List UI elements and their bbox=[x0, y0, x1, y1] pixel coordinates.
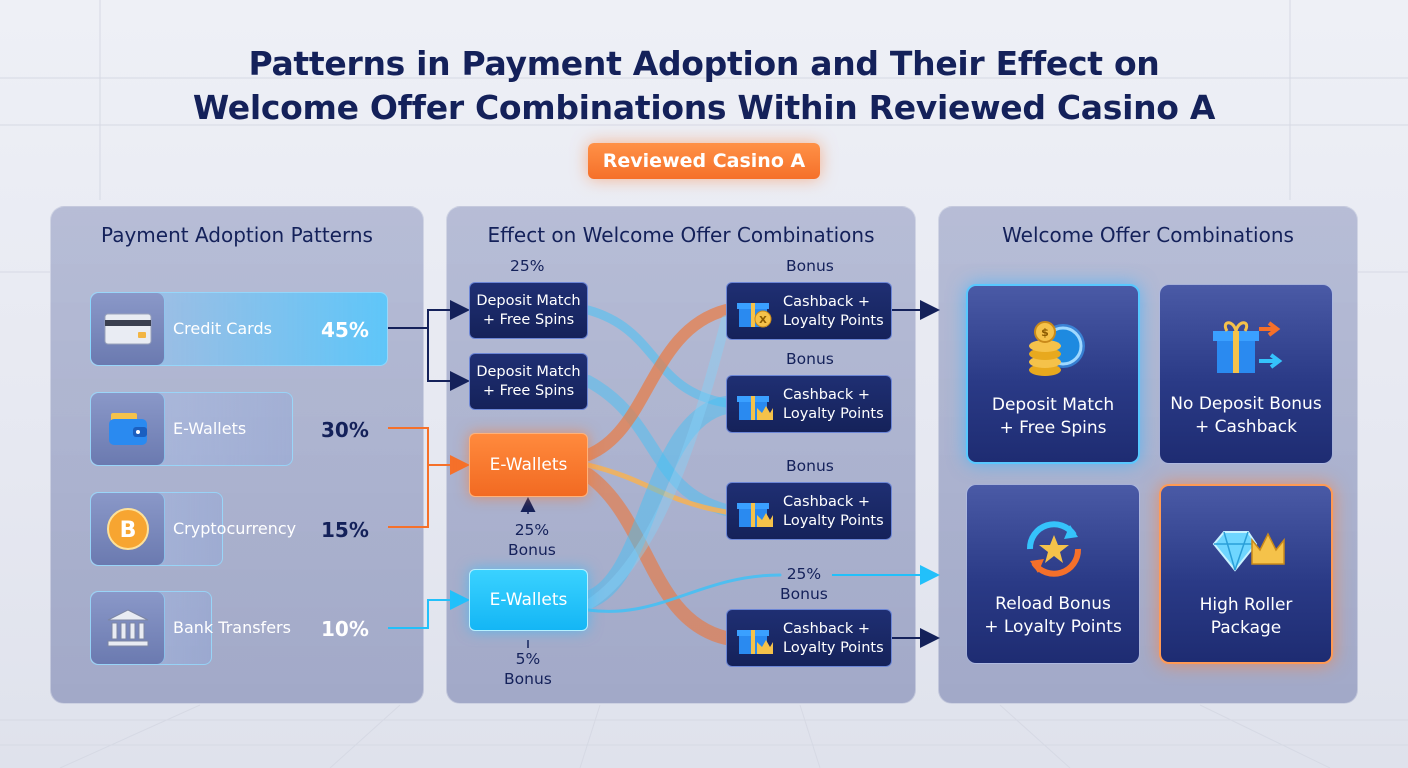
offer-line: + Cashback bbox=[1195, 417, 1297, 437]
gift-arrows-icon bbox=[1213, 321, 1283, 373]
offer-card-reload: Reload Bonus + Loyalty Points bbox=[966, 484, 1140, 664]
svg-text:B: B bbox=[119, 518, 136, 543]
deposit-match-node-2: Deposit Match + Free Spins bbox=[469, 353, 588, 410]
cashback-node-4: Cashback + Loyalty Points bbox=[726, 609, 892, 667]
node-line: Deposit Match bbox=[476, 363, 581, 380]
cash-line: Cashback + bbox=[783, 294, 870, 310]
payment-label: Bank Transfers bbox=[173, 618, 291, 637]
bottom-bonus-label: 5% Bonus bbox=[504, 649, 552, 689]
deposit-match-node-1: Deposit Match + Free Spins bbox=[469, 282, 588, 339]
offer-line: + Loyalty Points bbox=[984, 617, 1122, 637]
offer-line: High Roller bbox=[1199, 595, 1293, 615]
cash-node-2-label: Bonus bbox=[786, 350, 834, 368]
payment-percent: 10% bbox=[321, 617, 369, 641]
cash-line: Cashback + bbox=[783, 387, 870, 403]
offer-line: Package bbox=[1210, 618, 1282, 638]
effect-title: Effect on Welcome Offer Combinations bbox=[487, 223, 875, 247]
cash-line: Loyalty Points bbox=[783, 406, 884, 422]
cash-node-3-label: Bonus bbox=[786, 457, 834, 475]
payment-row-credit-cards: Credit Cards 45% bbox=[90, 292, 388, 366]
cash-node-4-percent: 25% bbox=[786, 565, 822, 583]
gift-crown-icon bbox=[737, 396, 773, 420]
node-line: Deposit Match bbox=[476, 292, 581, 309]
node-line: + Free Spins bbox=[482, 382, 575, 399]
mid-bonus-percent: 25% bbox=[514, 521, 550, 539]
bottom-bonus-text: Bonus bbox=[504, 670, 552, 688]
cash-node-4-bonus: Bonus bbox=[780, 585, 828, 603]
svg-text:$: $ bbox=[1041, 326, 1049, 339]
payment-label: Credit Cards bbox=[173, 319, 272, 338]
payment-row-bank-transfers: Bank Transfers 10% bbox=[90, 591, 369, 665]
node-line: + Free Spins bbox=[482, 311, 575, 328]
payment-row-e-wallets: E-Wallets 30% bbox=[90, 392, 369, 466]
bitcoin-icon: B bbox=[106, 508, 149, 550]
svg-text:X: X bbox=[759, 315, 767, 326]
bottom-bonus-percent: 5% bbox=[515, 650, 541, 668]
payment-percent: 15% bbox=[321, 518, 369, 542]
payment-label: E-Wallets bbox=[173, 419, 247, 438]
cashback-node-1: X Cashback + Loyalty Points bbox=[726, 282, 892, 340]
mid-bonus-text: Bonus bbox=[508, 541, 556, 559]
payment-row-cryptocurrency: B Cryptocurrency 15% bbox=[90, 492, 369, 566]
cash-line: Cashback + bbox=[783, 621, 870, 637]
reload-star-icon bbox=[1026, 521, 1082, 577]
payment-percent: 30% bbox=[321, 418, 369, 442]
title-line-1: Patterns in Payment Adoption and Their E… bbox=[248, 44, 1160, 83]
cash-line: Loyalty Points bbox=[783, 513, 884, 529]
diamond-crown-icon bbox=[1212, 531, 1285, 572]
wallet-icon bbox=[108, 413, 147, 445]
cash-line: Loyalty Points bbox=[783, 640, 884, 656]
welcome-offer-title: Welcome Offer Combinations bbox=[1002, 223, 1294, 247]
offer-card-deposit-match: $ Deposit Match + Free Spins bbox=[966, 284, 1140, 464]
gift-crown-icon bbox=[737, 503, 773, 527]
page-title: Patterns in Payment Adoption and Their E… bbox=[0, 42, 1408, 130]
e-wallets-node-cyan: E-Wallets bbox=[469, 569, 588, 631]
cash-node-1-label: Bonus bbox=[786, 257, 834, 275]
gift-coin-icon: X bbox=[737, 303, 772, 328]
cash-node-4-label: 25% Bonus bbox=[780, 564, 828, 604]
offer-line: + Free Spins bbox=[999, 418, 1107, 438]
gift-crown-icon bbox=[737, 630, 773, 654]
cash-line: Loyalty Points bbox=[783, 313, 884, 329]
offer-line: No Deposit Bonus bbox=[1170, 394, 1322, 414]
coins-icon: $ bbox=[1029, 321, 1085, 376]
offer-line: Reload Bonus bbox=[995, 594, 1111, 614]
offer-line: Deposit Match bbox=[991, 395, 1115, 415]
bank-icon bbox=[107, 609, 148, 647]
payment-label: Cryptocurrency bbox=[173, 519, 297, 538]
casino-badge: Reviewed Casino A bbox=[588, 143, 820, 179]
cashback-node-3: Cashback + Loyalty Points bbox=[726, 482, 892, 540]
cashback-node-2: Cashback + Loyalty Points bbox=[726, 375, 892, 433]
e-wallets-node-orange: E-Wallets bbox=[469, 433, 588, 497]
credit-card-icon bbox=[104, 313, 151, 345]
cash-line: Cashback + bbox=[783, 494, 870, 510]
top-percent-label: 25% bbox=[510, 257, 545, 275]
payment-percent: 45% bbox=[321, 318, 369, 342]
payment-adoption-title: Payment Adoption Patterns bbox=[101, 223, 373, 247]
title-line-2: Welcome Offer Combinations Within Review… bbox=[192, 88, 1216, 127]
offer-card-no-deposit: No Deposit Bonus + Cashback bbox=[1159, 284, 1333, 464]
mid-bonus-label: 25% Bonus bbox=[508, 520, 556, 560]
